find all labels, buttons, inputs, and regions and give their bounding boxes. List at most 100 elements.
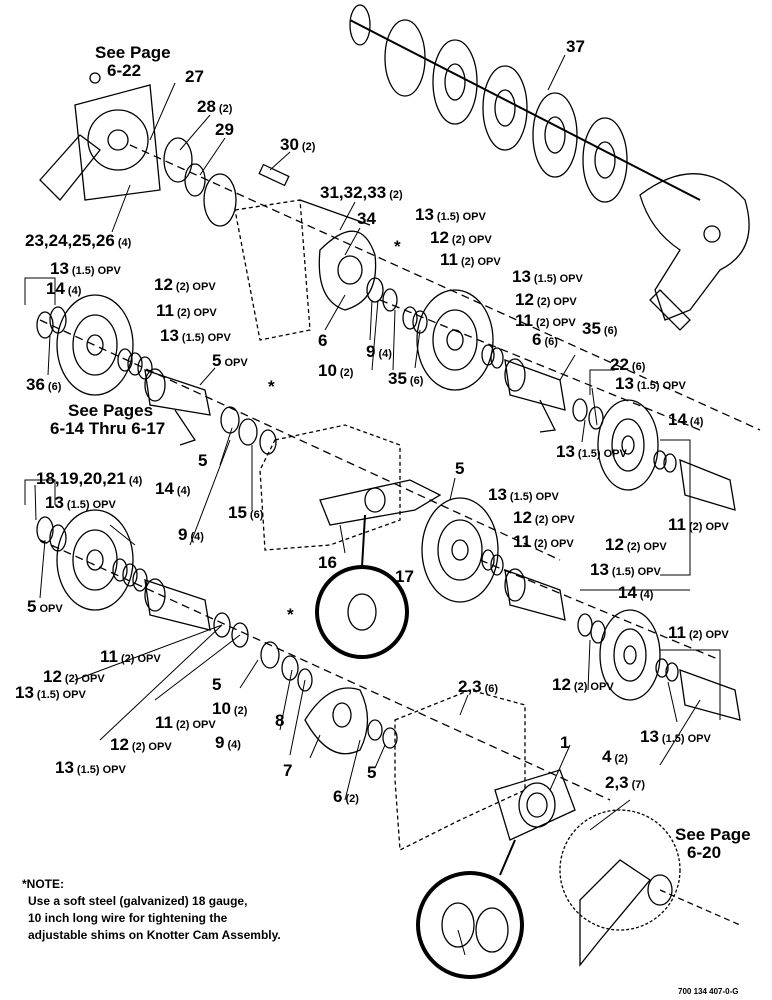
bracket-16: [319, 479, 442, 526]
note-title: *NOTE:: [22, 877, 64, 891]
asterisk-mark: *: [268, 377, 275, 396]
callout-37: 37: [566, 37, 585, 56]
asterisk-mark: *: [287, 605, 294, 624]
callout-17: 17: [395, 567, 414, 586]
detail-circle-17: [315, 565, 409, 659]
callout-12: 12(2) OPV: [430, 228, 492, 247]
callout-23-24-25-26: 23,24,25,26(4): [25, 231, 132, 250]
callout-36: 35(6): [582, 319, 618, 338]
callout-1: 1: [560, 733, 569, 752]
asterisk-marks: * * *: [268, 237, 401, 624]
callout-13: 22(6): [610, 355, 646, 374]
callout-5: 13(1.5) OPV: [556, 442, 627, 461]
callout-29: 29: [215, 120, 234, 139]
cam-disc-upper-left: [36, 294, 153, 396]
group-brackets: [24, 277, 721, 720]
line-art: [24, 4, 761, 979]
callout-2-3: 2,3(7): [605, 773, 645, 792]
washers-lower: [213, 612, 313, 692]
note-line-2: 10 inch long wire for tightening the: [28, 911, 228, 925]
callout-12: 4(2): [602, 747, 628, 766]
callout-28: 28(2): [197, 97, 233, 116]
note-asterisk: *: [22, 877, 27, 891]
callout-30: 30(2): [280, 135, 316, 154]
callout-12: 12(2) OPV: [110, 735, 172, 754]
detail-circle-4: [416, 871, 524, 979]
callout-12: 12(2) OPV: [515, 290, 577, 309]
knotter-upper-left: [144, 368, 211, 446]
callout-5: 12(2) OPV: [552, 675, 614, 694]
callout-6: 6: [318, 331, 327, 350]
callout-7: 7: [283, 761, 292, 780]
footer-code: 700 134 407-0-G: [678, 987, 739, 996]
gear-housing-top-left: [39, 72, 161, 201]
reference-labels: See Page 6-22 See Page 6-20 See Pages 6-…: [50, 43, 751, 862]
callout-14: 14(4): [46, 279, 82, 298]
callout-11: 13(1.5) OPV: [160, 326, 231, 345]
callout-13: 11(2) OPV: [668, 623, 729, 642]
cam-plate-34: [318, 230, 377, 311]
asterisk-mark: *: [394, 237, 401, 256]
see-page-top-line2: 6-22: [107, 61, 141, 80]
callout-16: 16: [318, 553, 337, 572]
callout-5: 5: [212, 675, 221, 694]
callout-10: 10(2): [318, 361, 354, 380]
see-page-top-line1: See Page: [95, 43, 171, 62]
note-line-1: Use a soft steel (galvanized) 18 gauge,: [28, 894, 247, 908]
leader-lines: [34, 54, 701, 956]
cam-disc-center: [421, 497, 566, 621]
note-block: *NOTE: Use a soft steel (galvanized) 18 …: [22, 877, 281, 942]
callout-11: 11(2) OPV: [155, 713, 216, 732]
see-pages-mid-line1: See Pages: [68, 401, 153, 420]
callout-13: 13(1.5) OPV: [415, 205, 486, 224]
callout-10: 10(2): [212, 699, 248, 718]
callout-11: 13(1.5) OPV: [640, 727, 711, 746]
callout-12: 11(2) OPV: [156, 301, 217, 320]
callout-31-32-33: 31,32,33(2): [320, 183, 403, 202]
callout-5: 36(6): [26, 375, 62, 394]
see-pages-mid-line2: 6-14 Thru 6-17: [50, 419, 165, 438]
callout-35: 6(6): [532, 330, 558, 349]
see-page-bottom-line2: 6-20: [687, 843, 721, 862]
callout-13: 13(1.5) OPV: [15, 683, 86, 702]
axis-lines: [39, 144, 761, 801]
callout-14: 13(1.5) OPV: [45, 493, 116, 512]
knotter-upper-mid: [504, 358, 566, 433]
callout-13: 18,19,20,21(4): [36, 469, 143, 488]
knotter-shaft-top: [349, 4, 750, 331]
callout-12: 12(2) OPV: [605, 535, 667, 554]
cam-disc-right-row3: [577, 609, 741, 721]
callout-9: 15(6): [228, 503, 264, 522]
cam-disc-upper-mid: [402, 289, 504, 391]
callout-9: 9(4): [366, 342, 392, 361]
callout-8: 8: [275, 711, 284, 730]
callout-13: 13(1.5) OPV: [55, 758, 126, 777]
callout-13: 12(2) OPV: [154, 275, 216, 294]
callout-15: 14(4): [155, 479, 191, 498]
callout-13: 13(1.5) OPV: [488, 485, 559, 504]
callout-6: 6(2): [333, 787, 359, 806]
note-line-3: adjustable shims on Knotter Cam Assembly…: [28, 928, 281, 942]
see-page-bottom-line1: See Page: [675, 825, 751, 844]
callout-14: 14(4): [618, 583, 654, 602]
callout-5: 5: [367, 763, 376, 782]
callout-11: 11(2) OPV: [515, 311, 576, 330]
shaft-parts-upper: [163, 137, 371, 227]
callout-6: 35(6): [388, 369, 424, 388]
callout-11: 11(2) OPV: [440, 250, 501, 269]
callout-27: 27: [185, 67, 204, 86]
callout-2-3: 2,3(6): [458, 677, 498, 696]
callout-34: 34: [357, 209, 376, 228]
part-callouts: 37 27 28(2) 29 30(2) 31,32,33(2) 34 23,2…: [15, 37, 729, 806]
cam-disc-right-row2: [572, 398, 736, 511]
bottom-gear: [559, 809, 741, 967]
cam-plate-7: [304, 687, 369, 755]
callout-13: 13(1.5) OPV: [50, 259, 121, 278]
callout-11: 11(2) OPV: [100, 647, 161, 666]
callout-11: 11(2) OPV: [513, 532, 574, 551]
callout-5: 5: [198, 451, 207, 470]
note-title-text: NOTE:: [27, 877, 64, 891]
